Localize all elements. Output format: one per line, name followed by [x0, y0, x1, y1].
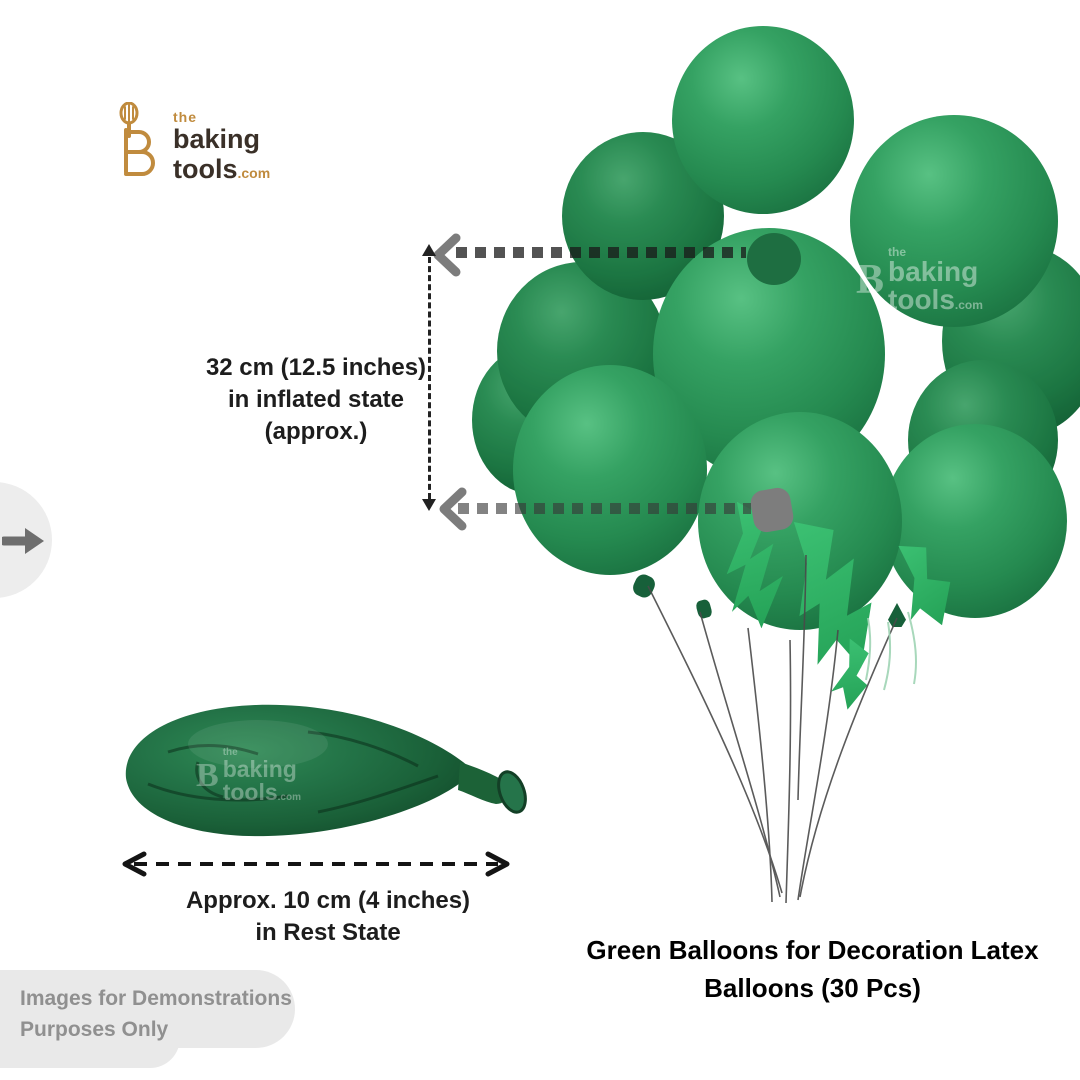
- balloon-knot: [630, 571, 658, 601]
- balloon: [883, 424, 1067, 618]
- balloon: [850, 115, 1058, 327]
- inflated-size-label: 32 cm (12.5 inches) in inflated state (a…: [205, 354, 427, 445]
- dimension-dotted-line-bottom: [458, 503, 751, 514]
- disclaimer-badge: [0, 1008, 180, 1068]
- dimension-dashed-line-vertical: [428, 257, 431, 499]
- balloon-knot: [694, 598, 714, 620]
- dimension-dotted-line-top: [456, 247, 746, 258]
- logo-word-tools: tools.com: [173, 154, 271, 184]
- balloon-knot-top: [747, 233, 801, 285]
- balloon: [672, 26, 854, 214]
- arrow-up-icon: [422, 244, 436, 256]
- arrow-right-icon[interactable]: [2, 524, 48, 558]
- arrow-down-icon: [422, 499, 436, 511]
- balloon-ribbon: [828, 637, 878, 713]
- whisk-b-monogram-icon: [119, 102, 155, 176]
- disclaimer-text: Images for Demonstrations Purposes Only: [20, 987, 292, 1041]
- balloon: [513, 365, 707, 575]
- arrow-left-icon: [439, 487, 467, 531]
- arrow-left-icon: [433, 233, 461, 277]
- logo-prefix: the: [173, 109, 197, 125]
- logo-suffix: .com: [237, 165, 271, 181]
- balloon-knot: [888, 603, 906, 627]
- balloon: [698, 412, 902, 630]
- deflated-balloon: [125, 704, 527, 837]
- rest-size-label: Approx. 10 cm (4 inches) in Rest State: [185, 887, 471, 946]
- logo-word-baking: baking: [173, 124, 261, 154]
- double-arrow-dashed-line: [122, 851, 510, 877]
- product-title: Green Balloons for Decoration Latex Ball…: [586, 935, 1039, 1003]
- baking-tools-logo: the baking tools.com: [112, 102, 270, 183]
- balloon-bundle-clip: [748, 485, 796, 535]
